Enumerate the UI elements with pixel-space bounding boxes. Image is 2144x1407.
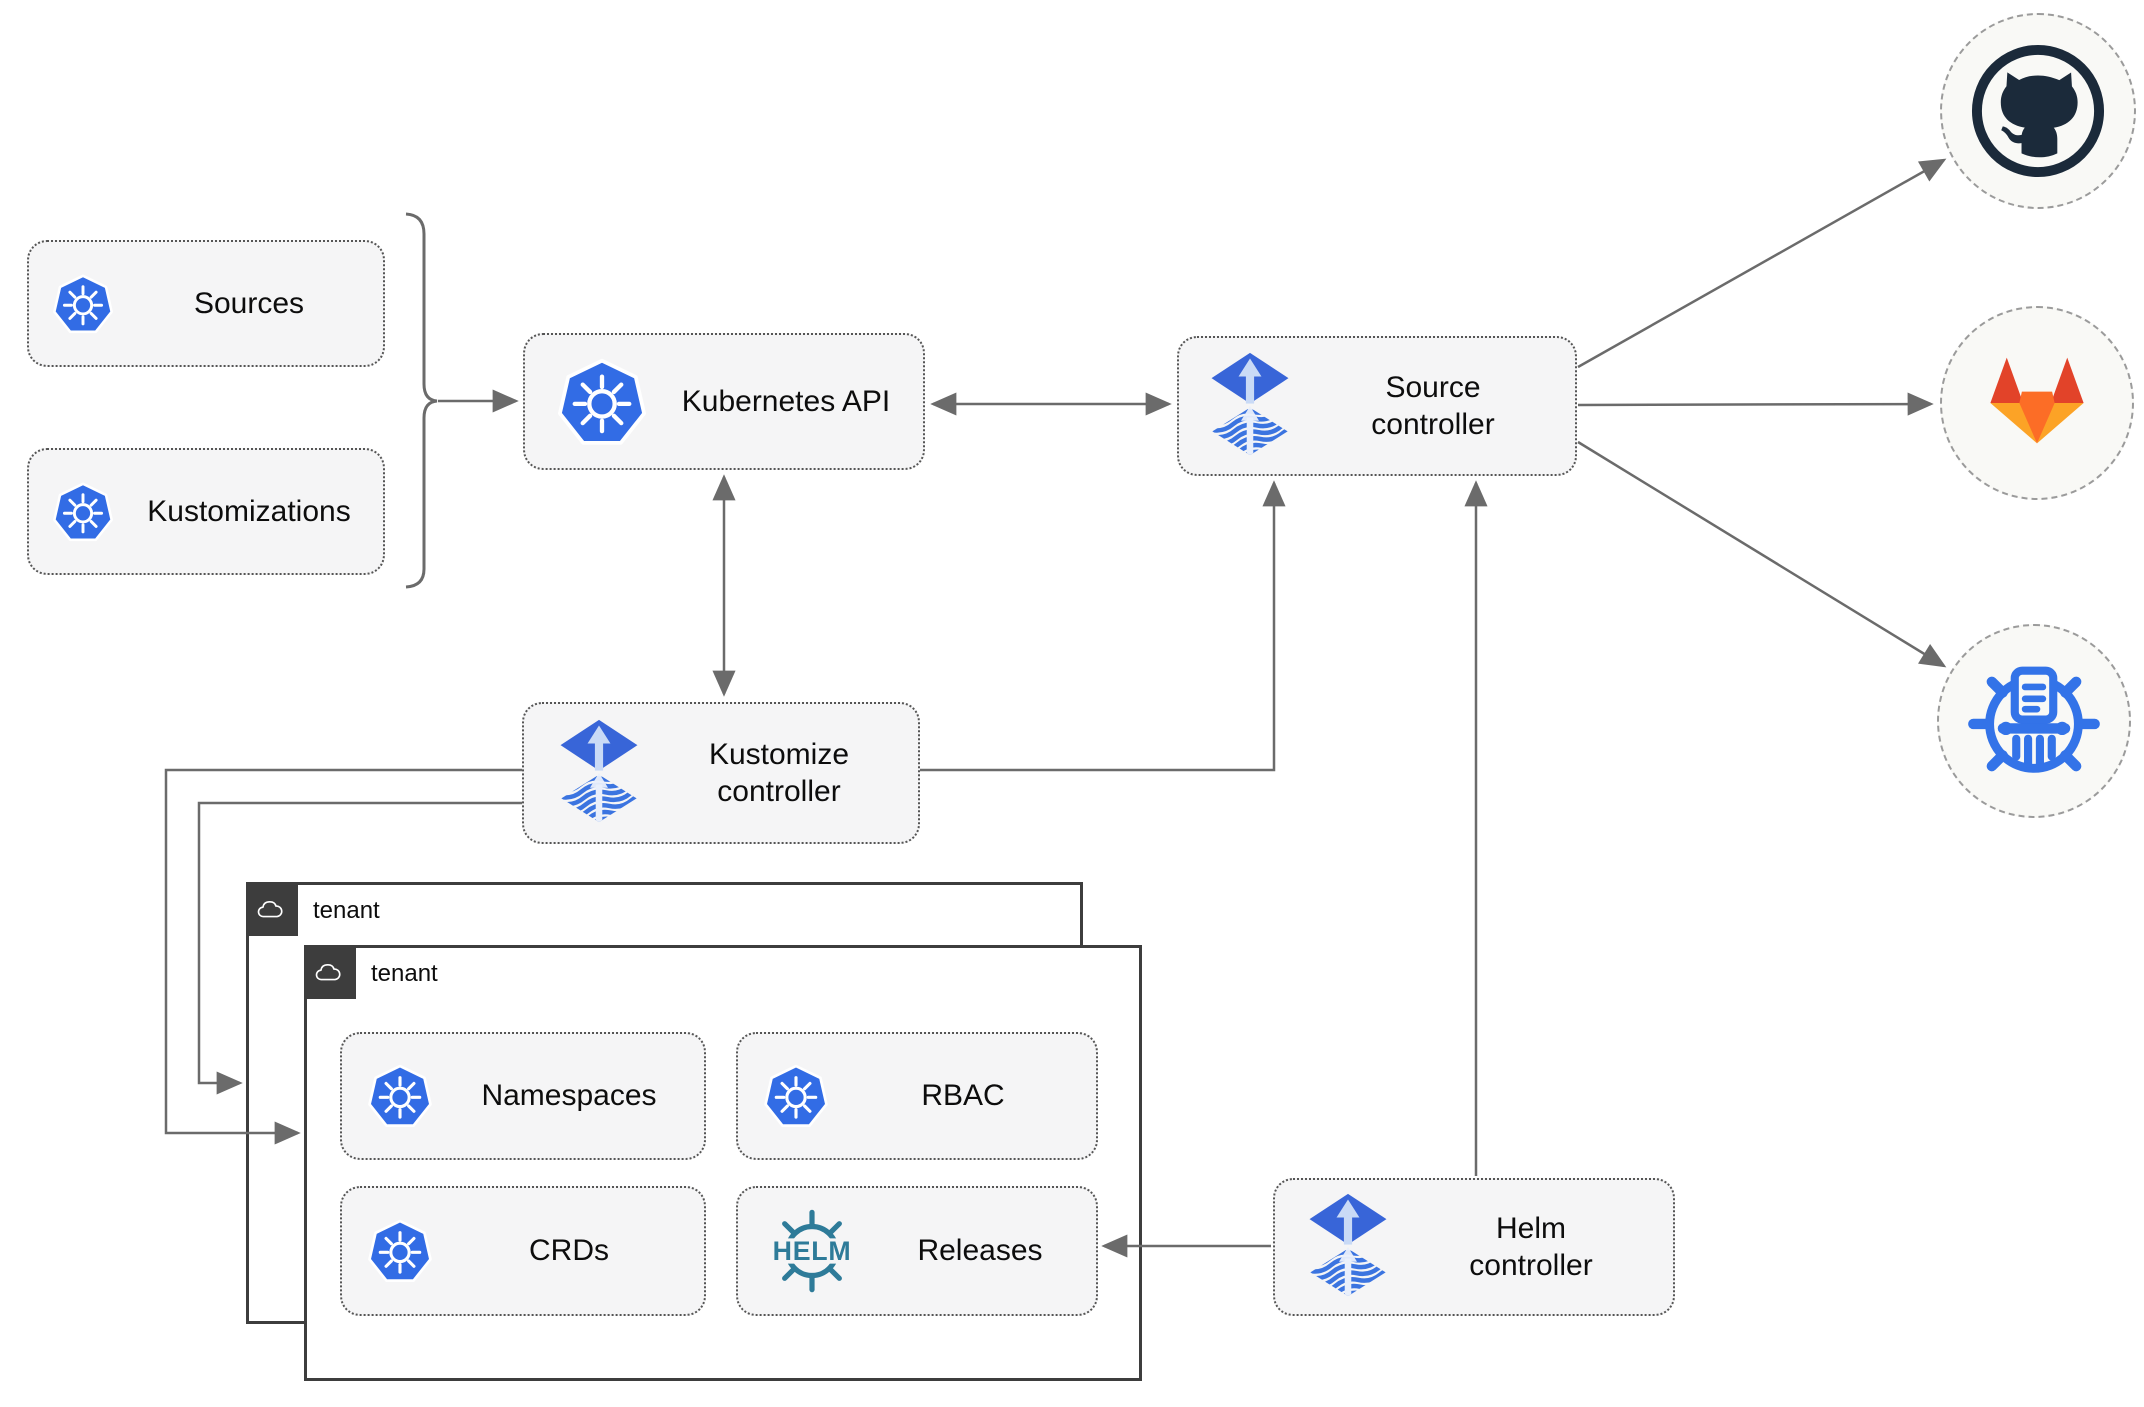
endpoint-harbor-registry (1937, 624, 2131, 818)
node-rbac: RBAC (736, 1032, 1098, 1160)
github-icon (1971, 44, 2105, 178)
helm-logo-text: HELM (773, 1236, 852, 1266)
gitlab-icon (1990, 357, 2084, 444)
tenant-label: tenant (371, 960, 438, 987)
tenant-label: tenant (313, 897, 380, 924)
flux-icon (524, 719, 640, 827)
helm-icon: HELM (738, 1206, 864, 1296)
node-namespaces: Namespaces (340, 1032, 706, 1160)
node-label: Releases (917, 1234, 1043, 1268)
node-helm-controller: Helm controller (1273, 1178, 1675, 1316)
kubernetes-icon (525, 355, 649, 449)
node-kubernetes-api: Kubernetes API (523, 333, 925, 470)
node-label: Source controller (1371, 370, 1495, 442)
kubernetes-icon (342, 1062, 434, 1130)
edge-source-github (1577, 158, 1947, 369)
brace-bracket (405, 212, 438, 589)
kubernetes-icon (342, 1217, 434, 1285)
node-kustomizations: Kustomizations (27, 448, 385, 575)
flux-icon (1179, 352, 1291, 460)
kubernetes-icon (29, 480, 115, 544)
node-crds: CRDs (340, 1186, 706, 1316)
tenant-group-inner: tenant Namespaces RBAC CRDs (304, 945, 1142, 1381)
tenant-tab (246, 882, 298, 936)
node-label: Kustomizations (147, 494, 351, 528)
edge-source-harbor (1577, 440, 1947, 668)
node-releases: HELM Releases (736, 1186, 1098, 1316)
cloud-icon (312, 959, 348, 985)
node-sources: Sources (27, 240, 385, 367)
endpoint-gitlab (1940, 306, 2134, 500)
node-kustomize-controller: Kustomize controller (522, 702, 920, 844)
harbor-registry-icon (1968, 666, 2100, 773)
node-source-controller: Source controller (1177, 336, 1577, 476)
kubernetes-icon (738, 1062, 830, 1130)
edge-source-gitlab (1577, 392, 1934, 416)
node-label: Helm controller (1469, 1211, 1593, 1283)
node-label: Kubernetes API (681, 384, 891, 418)
flux-icon (1275, 1193, 1389, 1301)
endpoint-github (1940, 13, 2136, 209)
node-label: Sources (193, 286, 305, 320)
node-label: CRDs (529, 1234, 609, 1268)
node-label: Namespaces (481, 1079, 657, 1113)
tenant-tab (304, 945, 356, 999)
cloud-icon (254, 896, 290, 922)
node-label: Kustomize controller (708, 737, 850, 809)
kubernetes-icon (29, 272, 115, 336)
node-label: RBAC (921, 1079, 1005, 1113)
edge-kustomize-source (920, 480, 1286, 772)
